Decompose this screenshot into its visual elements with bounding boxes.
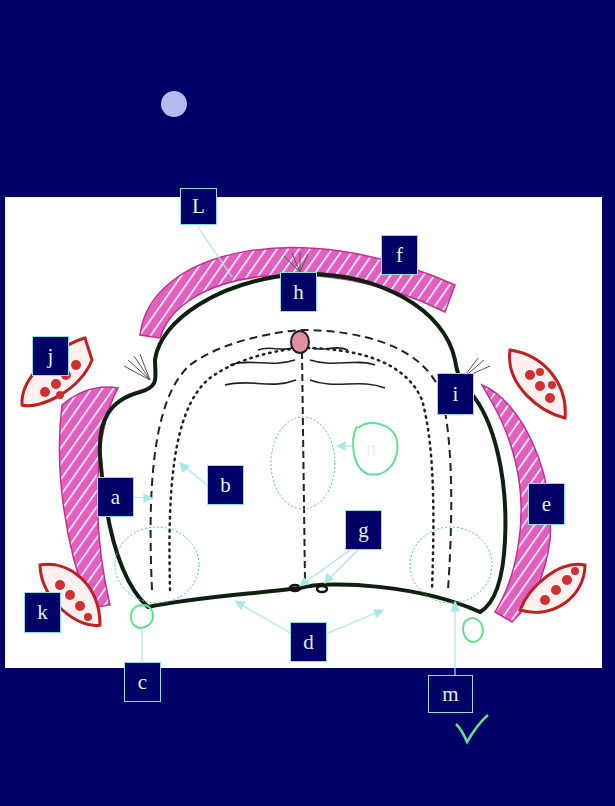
callout-letter: b (220, 475, 231, 496)
callout-letter-box: b (207, 465, 244, 505)
callout-letter: a (111, 487, 120, 508)
callout-letter-box: j (32, 336, 69, 376)
frenum (124, 252, 490, 380)
denture-outline (100, 274, 506, 612)
incisive-papilla (291, 331, 309, 353)
callout-letter-box: h (280, 272, 317, 312)
hand-mark (131, 423, 488, 742)
callout-letter: j (48, 346, 54, 367)
callout-letter: L (192, 196, 205, 217)
callout-letter-box: a (97, 477, 134, 517)
midline (302, 352, 305, 582)
callout-letter: n (366, 438, 377, 459)
callout-letter: g (358, 520, 369, 541)
fovea (317, 586, 327, 592)
callout-letter: k (37, 602, 48, 623)
leader-line (134, 227, 459, 675)
region-ellipse (115, 417, 492, 603)
callout-letter-box: e (528, 483, 565, 525)
callout-letter: m (442, 684, 458, 705)
callout-letter-box: m (428, 675, 473, 713)
callout-letter-box: d (290, 622, 327, 662)
callout-letter: f (396, 245, 403, 266)
callout-letter-box: L (180, 188, 217, 225)
callout-letter-box: c (124, 662, 161, 702)
panel (5, 197, 602, 668)
callout-letter-box: g (345, 510, 382, 550)
callout-letter: d (303, 632, 314, 653)
bullet-dot (161, 91, 187, 117)
callout-letter: i (453, 384, 459, 405)
callout-letter-box: f (381, 235, 418, 275)
callout-letter-box: i (437, 373, 474, 415)
fovea (290, 585, 300, 591)
callout-letter-box: k (24, 592, 61, 633)
callout-letter: h (293, 282, 304, 303)
rugae (225, 348, 385, 388)
callout-letter: e (542, 494, 551, 515)
arch-line (169, 348, 433, 590)
callout-letter-box: n (354, 428, 388, 468)
callout-letter: c (138, 672, 147, 693)
